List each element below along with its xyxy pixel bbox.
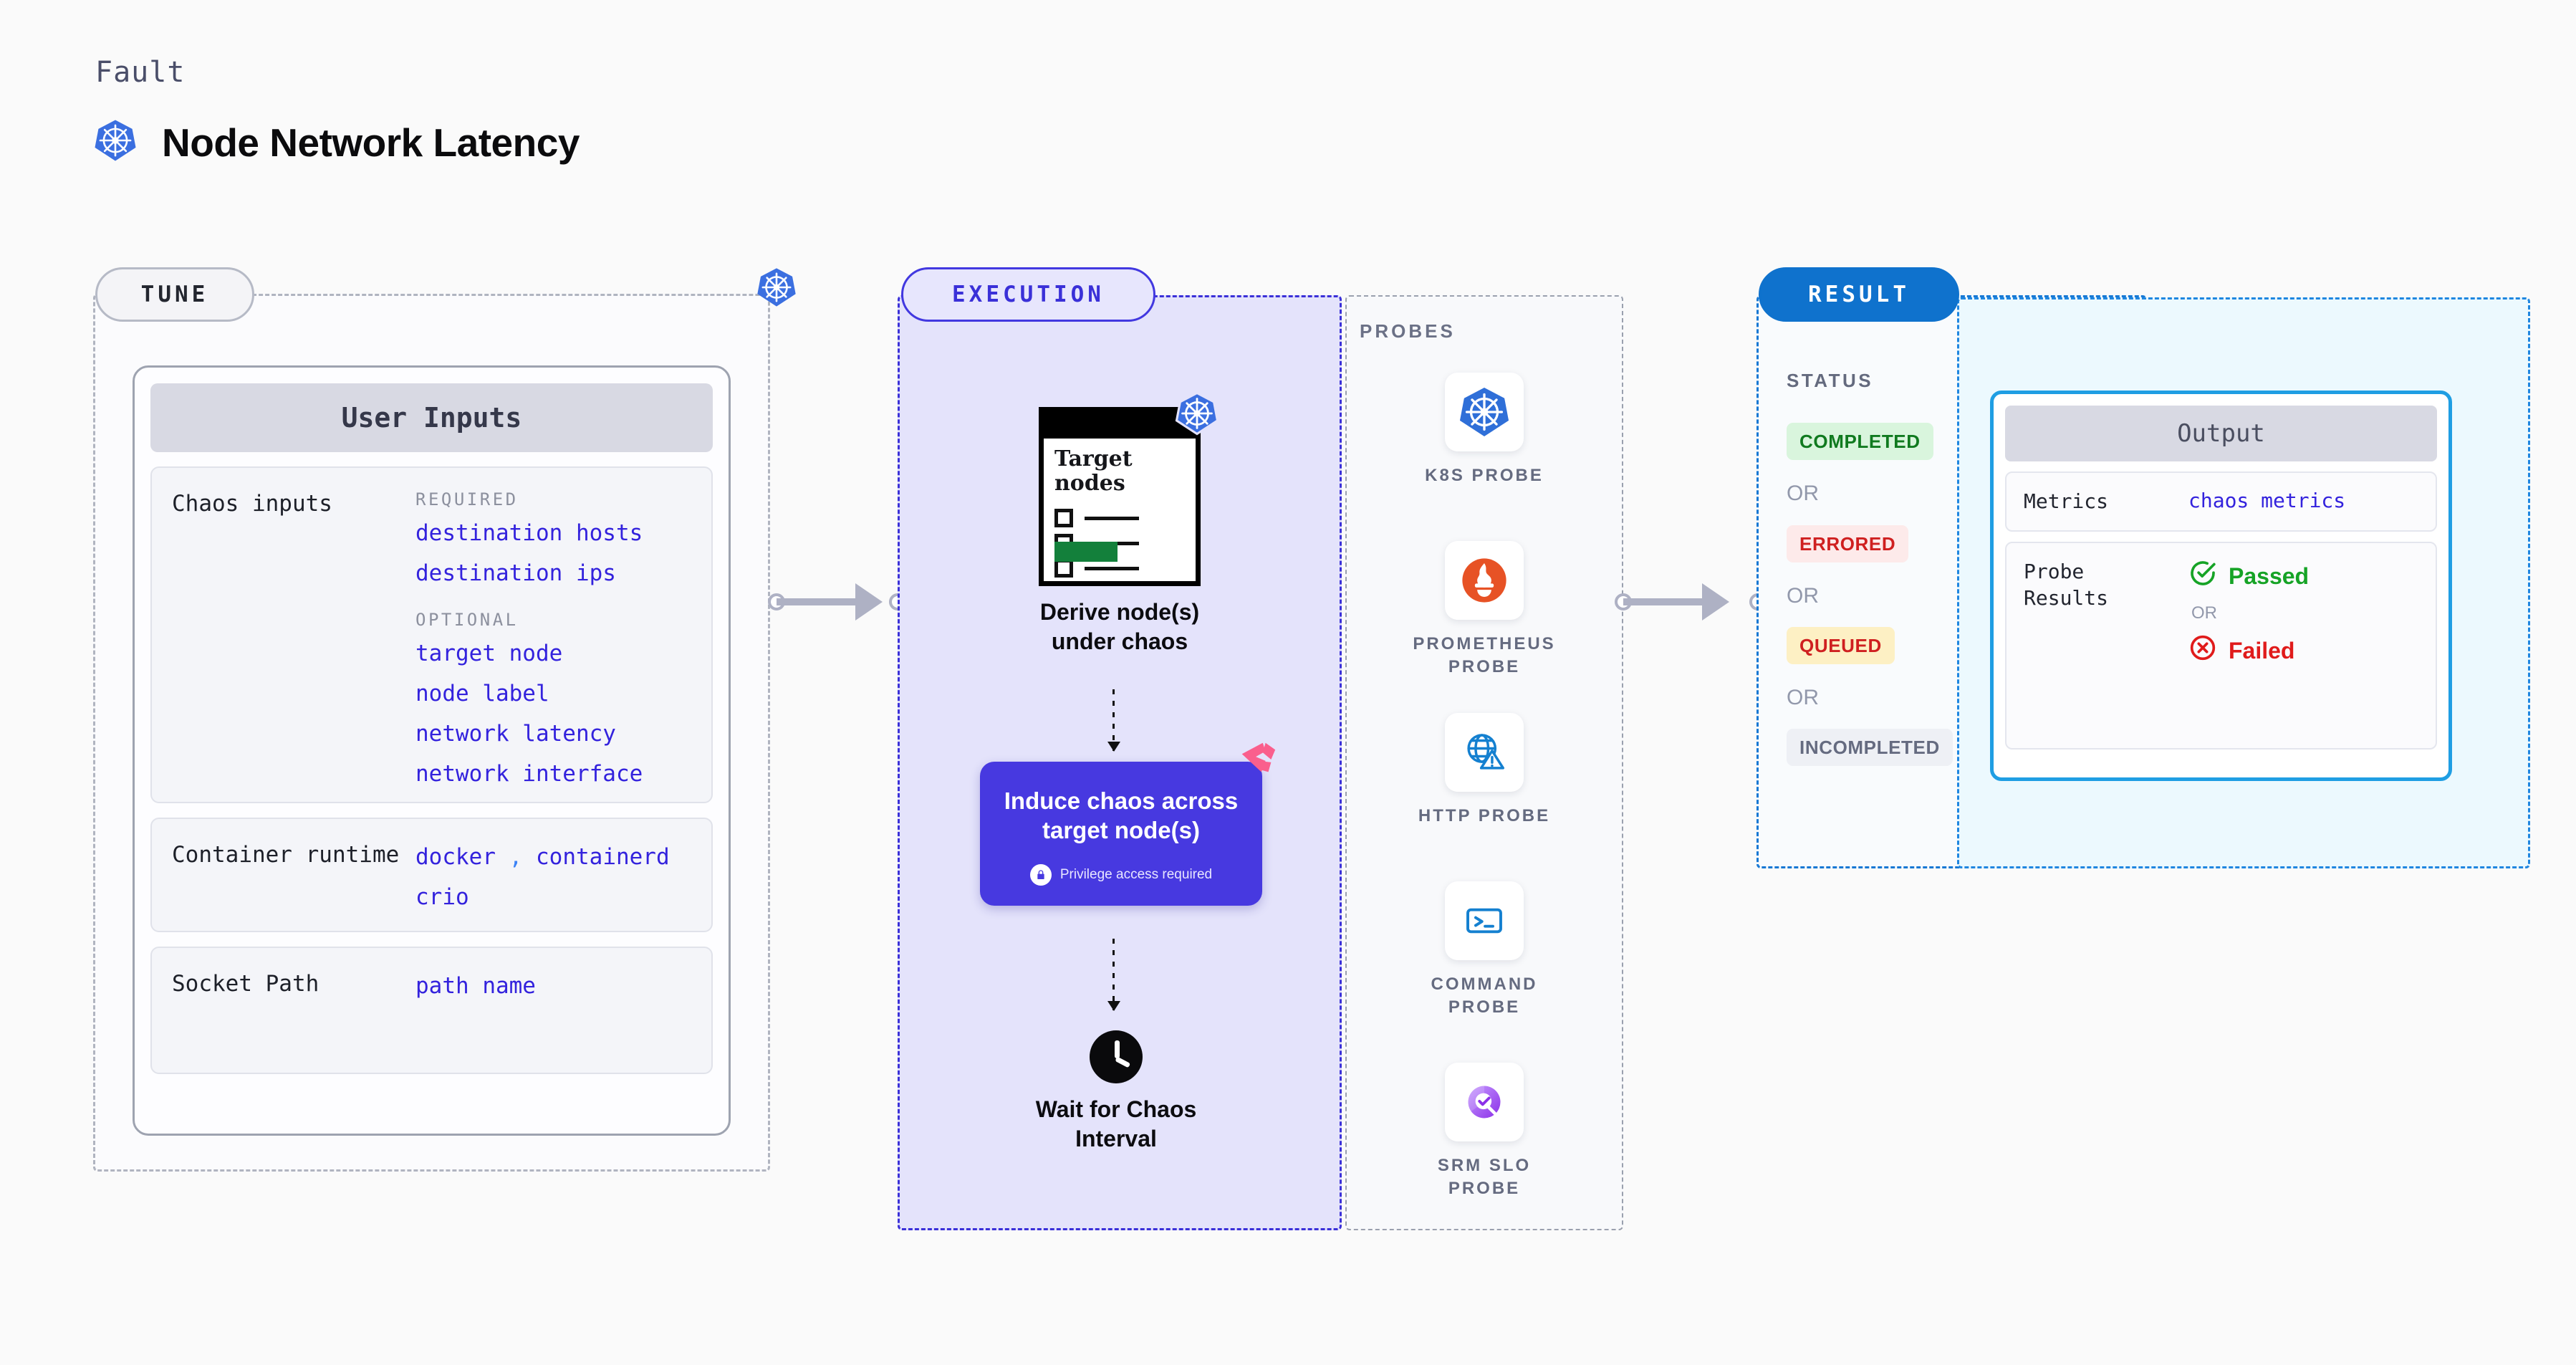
induce-chaos-title: Induce chaos across target node(s) <box>1004 787 1239 844</box>
probe-k8s[interactable]: K8S PROBE <box>1413 373 1556 487</box>
connector-shaft <box>1623 598 1714 605</box>
probe-srm-slo[interactable]: SRM SLO PROBE <box>1413 1063 1556 1201</box>
x-circle-icon <box>2188 633 2217 668</box>
probe-label: SRM SLO PROBE <box>1437 1156 1532 1199</box>
induce-chaos-step: Induce chaos across target node(s) Privi… <box>980 742 1276 906</box>
input-node-label[interactable]: node label <box>415 681 549 707</box>
chaos-inputs-row: Chaos inputs REQUIRED destination hosts … <box>150 466 713 803</box>
kubernetes-icon <box>93 118 138 166</box>
prometheus-icon <box>1445 541 1524 620</box>
status-or-2: OR <box>1787 584 1819 608</box>
probe-label: HTTP PROBE <box>1418 806 1551 825</box>
flow-arrow-1 <box>1107 689 1120 752</box>
container-runtime-values-line-1[interactable]: docker , containerd <box>415 845 691 869</box>
tune-stage-pill[interactable]: TUNE <box>95 267 254 322</box>
status-or-3: OR <box>1787 686 1819 709</box>
user-inputs-card: User Inputs Chaos inputs REQUIRED destin… <box>133 365 731 1136</box>
wait-for-chaos-step: Wait for Chaos Interval <box>1016 1030 1216 1154</box>
socket-path-label: Socket Path <box>172 971 319 997</box>
value-containerd[interactable]: containerd <box>536 844 670 870</box>
document-status-bar <box>1054 542 1118 562</box>
status-badge-completed: COMPLETED <box>1787 423 1933 460</box>
container-runtime-row: Container runtime docker , containerd cr… <box>150 818 713 932</box>
probe-result-passed: Passed <box>2188 559 2309 593</box>
page-title-text: Node Network Latency <box>162 120 580 165</box>
probe-label: COMMAND PROBE <box>1431 974 1538 1017</box>
probe-http[interactable]: HTTP PROBE <box>1413 713 1556 828</box>
value-crio[interactable]: crio <box>415 884 469 911</box>
connector-arrow-head <box>1702 583 1729 621</box>
privilege-note: Privilege access required <box>994 863 1248 886</box>
terminal-icon <box>1445 881 1524 960</box>
induce-chaos-card[interactable]: Induce chaos across target node(s) Privi… <box>980 742 1276 906</box>
kubernetes-icon <box>1445 373 1524 451</box>
clock-icon <box>1090 1030 1143 1083</box>
input-destination-hosts[interactable]: destination hosts <box>415 520 643 546</box>
execution-stage-pill[interactable]: EXECUTION <box>901 267 1155 322</box>
chaos-inputs-label: Chaos inputs <box>172 491 332 517</box>
probe-prometheus[interactable]: PROMETHEUS PROBE <box>1413 541 1556 679</box>
privilege-note-text: Privilege access required <box>1059 866 1213 882</box>
probe-command[interactable]: COMMAND PROBE <box>1413 881 1556 1020</box>
derive-nodes-step: Target nodes <box>1034 391 1219 656</box>
flow-arrow-2 <box>1107 939 1120 1011</box>
value-path-name[interactable]: path name <box>415 973 536 999</box>
socket-path-row: Socket Path path name <box>150 947 713 1074</box>
wait-for-chaos-caption: Wait for Chaos Interval <box>1035 1096 1197 1151</box>
probe-result-failed: Failed <box>2188 633 2309 668</box>
http-globe-icon <box>1445 713 1524 792</box>
metrics-row: Metrics chaos metrics <box>2005 471 2437 532</box>
status-badge-incompleted: INCOMPLETED <box>1787 729 1953 766</box>
container-runtime-label: Container runtime <box>172 842 400 868</box>
failed-label: Failed <box>2229 637 2295 664</box>
probe-label: PROMETHEUS PROBE <box>1413 634 1556 677</box>
kubernetes-icon <box>1175 391 1219 439</box>
status-or-1: OR <box>1787 482 1819 505</box>
input-destination-ips[interactable]: destination ips <box>415 560 616 587</box>
lock-icon <box>1029 863 1052 886</box>
check-circle-icon <box>2188 559 2217 593</box>
connector-arrow-head <box>855 583 883 621</box>
status-badge-errored: ERRORED <box>1787 525 1909 562</box>
status-badge-queued: QUEUED <box>1787 627 1895 664</box>
probes-title: PROBES <box>1360 320 1456 342</box>
output-card-title: Output <box>2005 406 2437 461</box>
input-network-interface[interactable]: network interface <box>415 761 643 787</box>
kubernetes-icon <box>756 267 797 312</box>
passed-label: Passed <box>2229 562 2310 589</box>
metrics-value[interactable]: chaos metrics <box>2188 489 2346 512</box>
probe-result-or: OR <box>2191 603 2217 623</box>
optional-group-title: OPTIONAL <box>415 610 519 631</box>
input-network-latency[interactable]: network latency <box>415 721 616 747</box>
metrics-label: Metrics <box>2024 489 2109 513</box>
litmus-chaos-icon <box>1235 736 1279 784</box>
document-title: Target nodes <box>1054 446 1133 496</box>
connector-shaft <box>777 598 867 605</box>
user-inputs-title: User Inputs <box>150 383 713 452</box>
input-target-node[interactable]: target node <box>415 641 563 667</box>
value-separator: , <box>509 844 523 870</box>
page-title: Node Network Latency <box>93 118 580 166</box>
value-docker[interactable]: docker <box>415 844 496 870</box>
status-title: STATUS <box>1787 370 1874 391</box>
srm-slo-icon <box>1445 1063 1524 1141</box>
result-stage-pill[interactable]: RESULT <box>1759 267 1959 322</box>
required-group-title: REQUIRED <box>415 489 519 509</box>
probe-label: K8S PROBE <box>1425 466 1544 485</box>
fault-kicker: Fault <box>95 56 186 89</box>
target-nodes-document-icon: Target nodes <box>1039 391 1219 586</box>
derive-nodes-caption: Derive node(s) under chaos <box>1039 599 1200 654</box>
